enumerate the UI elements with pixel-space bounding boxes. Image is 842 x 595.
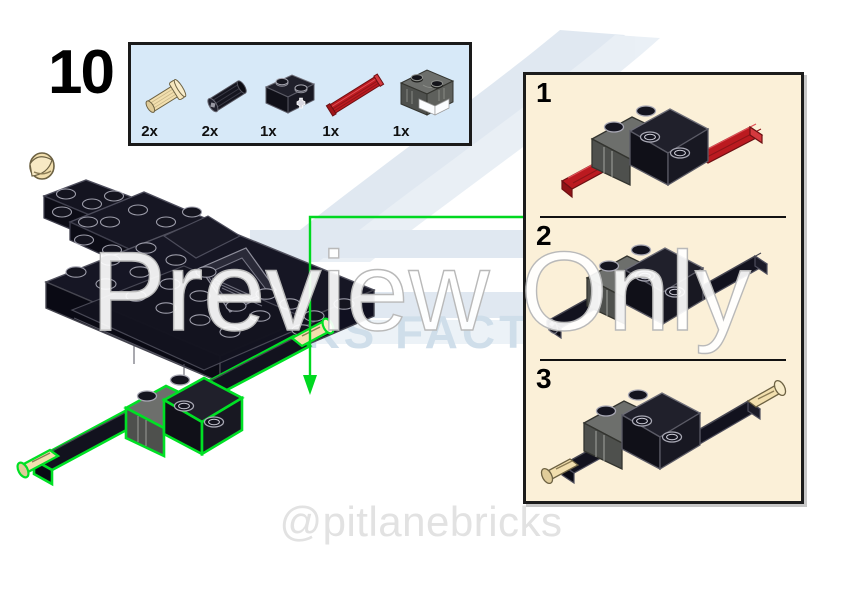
substep-number: 2 <box>536 220 552 251</box>
part-item-brick-1x2-hole: 1x <box>260 51 318 139</box>
black-technic-brick <box>620 391 701 470</box>
substep-3: 3 <box>526 361 801 501</box>
part-item-axle-red: 1x <box>322 51 388 139</box>
black-technic-brick <box>628 107 709 186</box>
substep-number: 1 <box>536 77 552 108</box>
substep-2-illustration <box>526 218 801 361</box>
substep-2: 2 <box>526 218 801 361</box>
axle-arm-right <box>684 379 786 446</box>
black-technic-brick-icon <box>260 65 318 123</box>
part-item-axle-connector-black: 2x <box>202 51 256 139</box>
substep-1: 1 <box>526 75 801 218</box>
part-item-bearing-block: 1x <box>393 51 459 139</box>
part-quantity: 2x <box>141 123 158 140</box>
part-quantity: 1x <box>259 123 277 140</box>
gray-bearing-block-icon <box>393 65 459 123</box>
substep-panel: 1 <box>523 72 804 504</box>
parts-list-box: 2x <box>128 42 472 146</box>
black-axle-connector-right <box>689 252 768 301</box>
substep-number: 3 <box>536 363 552 394</box>
main-model-illustration <box>16 152 376 487</box>
red-axle-icon <box>322 65 388 123</box>
chassis-black-plates <box>42 179 376 384</box>
tan-axle-pin-icon <box>141 65 197 123</box>
part-quantity: 1x <box>392 123 410 140</box>
substep-divider <box>540 216 786 218</box>
substep-3-illustration <box>526 361 801 501</box>
part-quantity: 2x <box>201 123 219 140</box>
parts-row: 2x <box>131 45 469 143</box>
highlighted-axle-assembly <box>16 317 335 487</box>
substep-divider <box>540 359 786 361</box>
part-item-axle-pin-tan: 2x <box>141 51 197 139</box>
black-axle-connector-icon <box>202 65 256 123</box>
black-technic-brick <box>623 246 704 325</box>
part-quantity: 1x <box>322 123 340 140</box>
substep-1-illustration <box>526 75 801 218</box>
step-number: 10 <box>48 38 115 107</box>
tan-pin-detached <box>29 152 55 180</box>
